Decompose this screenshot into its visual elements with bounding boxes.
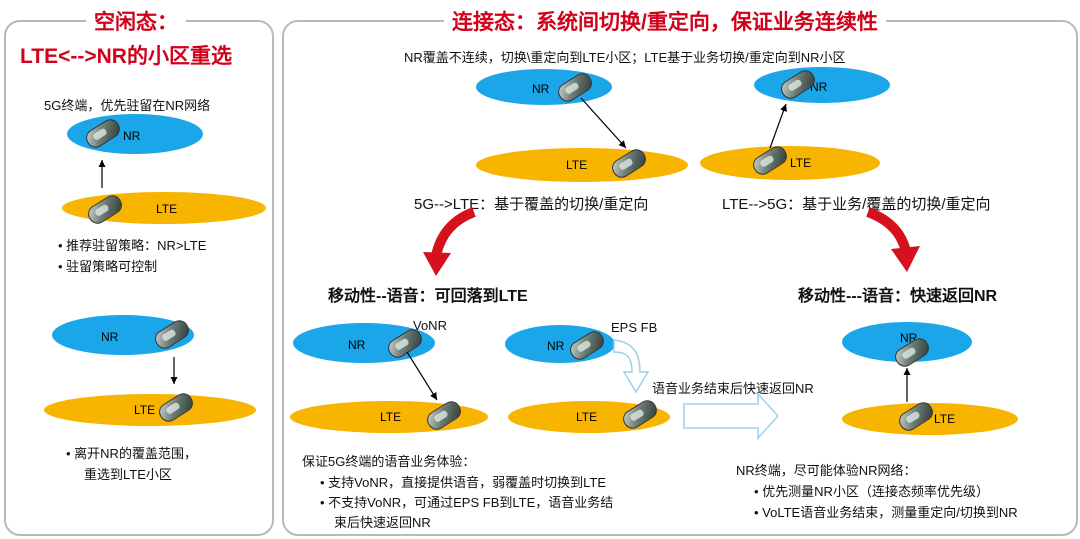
red-curved-arrow-right <box>866 207 911 254</box>
lte-cell-ellipse <box>700 146 880 180</box>
epsfb-fallback-arrow <box>613 339 650 394</box>
lte-cell-ellipse <box>476 148 688 182</box>
handover-arrow <box>580 97 627 149</box>
nr-cell-ellipse <box>754 67 890 103</box>
left-notes-title: 保证5G终端的语音业务体验： <box>302 454 476 469</box>
idle-prefer-text: 5G终端，优先驻留在NR网络 <box>44 98 211 113</box>
epsfb-label: EPS FB <box>611 320 658 335</box>
lte-label: LTE <box>156 202 178 216</box>
lte-label: LTE <box>134 403 156 417</box>
left-note-1: • 支持VoNR，直接提供语音，弱覆盖时切换到LTE <box>320 475 607 490</box>
mobility-voice-fallback: 移动性--语音：可回落到LTE <box>328 288 528 305</box>
idle-title-line1: 空闲态： <box>86 6 186 36</box>
connected-title: 连接态：系统间切换/重定向，保证业务连续性 <box>444 6 886 36</box>
nr-label: NR <box>532 82 550 96</box>
nr-label: NR <box>547 339 565 353</box>
idle-bullet-2: • 驻留策略可控制 <box>58 259 158 274</box>
lte-label: LTE <box>934 412 956 426</box>
idle-panel <box>4 20 274 536</box>
mobility-voice-fast-return: 移动性---语音：快速返回NR <box>798 288 998 305</box>
idle-bottom-bullet-line1: • 离开NR的覆盖范围， <box>66 446 197 461</box>
right-note-1: • 优先测量NR小区（连接态频率优先级） <box>754 484 989 499</box>
fast-return-text: 语音业务结束后快速返回NR <box>652 381 814 396</box>
idle-bullet-1: • 推荐驻留策略：NR>LTE <box>58 238 207 253</box>
left-note-3: 束后快速返回NR <box>334 515 431 530</box>
idle-bottom-bullet-line2: 重选到LTE小区 <box>84 467 172 482</box>
lte-label: LTE <box>566 158 588 172</box>
lte-label: LTE <box>380 410 402 424</box>
handover-arrow <box>769 103 787 149</box>
nr-label: NR <box>123 129 141 143</box>
idle-title-line2: LTE<-->NR的小区重选 <box>20 40 232 70</box>
lte-label: LTE <box>576 410 598 424</box>
handover-arrow <box>406 351 438 401</box>
right-note-2: • VoLTE语音业务结束，测量重定向/切换到NR <box>754 505 1018 520</box>
red-curved-arrow-left-head <box>423 252 451 276</box>
left-note-2: • 不支持VoNR，可通过EPS FB到LTE，语音业务结 <box>320 495 614 510</box>
lte-cell-ellipse <box>44 394 256 426</box>
nr-label: NR <box>101 330 119 344</box>
vonr-label: VoNR <box>413 318 447 333</box>
connected-subtitle: NR覆盖不连续，切换\重定向到LTE小区；LTE基于业务切换/重定向到NR小区 <box>404 50 846 65</box>
connected-panel <box>282 20 1078 536</box>
nr-label: NR <box>348 338 366 352</box>
lte-label: LTE <box>790 156 812 170</box>
red-curved-arrow-right-head <box>891 246 920 272</box>
red-curved-arrow-left <box>431 207 476 258</box>
right-notes-title: NR终端，尽可能体验NR网络： <box>736 463 917 478</box>
fast-return-arrow <box>683 392 780 440</box>
caption-lte-to-5g: LTE-->5G：基于业务/覆盖的切换/重定向 <box>722 196 991 213</box>
